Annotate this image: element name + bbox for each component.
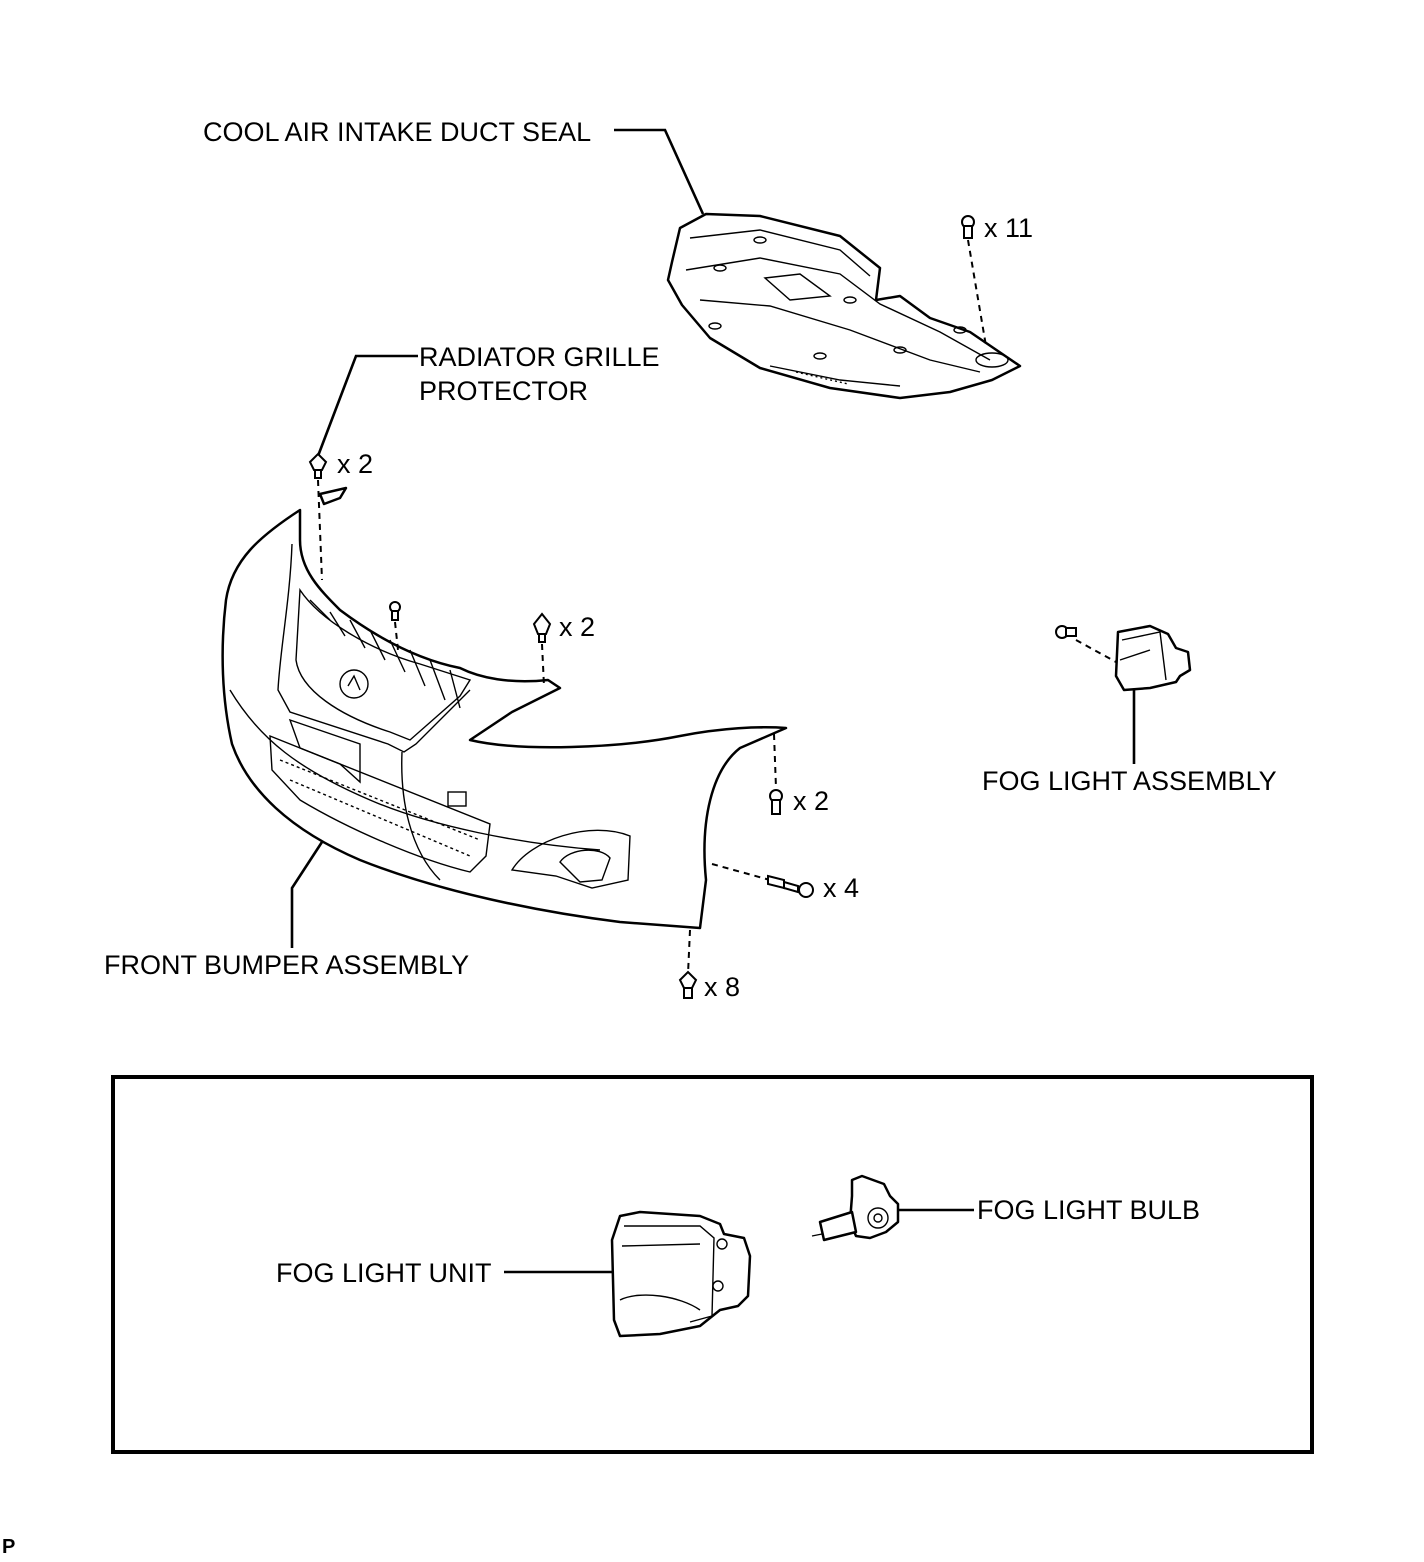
side-bolt-icon [767,874,814,898]
side-bolt-quantity: x 4 [823,873,860,903]
fog-light-assembly-label: FOG LIGHT ASSEMBLY [982,766,1277,796]
duct-seal-clip-icon [961,215,975,239]
bottom-screw-icon [678,970,698,999]
fog-light-bulb-label: FOG LIGHT BULB [977,1195,1201,1225]
grille-top-clip-quantity: x 2 [559,612,596,642]
fog-light-unit-part [610,1210,752,1338]
front-bumper-assembly-label: FRONT BUMPER ASSEMBLY [104,950,470,980]
side-screw-icon [769,789,783,815]
fog-light-unit-label: FOG LIGHT UNIT [276,1258,492,1288]
duct-seal-clip-guide [967,239,987,347]
radiator-grille-protector-label-line1: RADIATOR GRILLE [419,342,660,372]
duct-seal-leader-line [614,128,705,215]
bottom-screw-guide [687,929,691,975]
duct-seal-clip-quantity: x 11 [984,213,1034,243]
fog-light-screw-guide [1075,639,1117,663]
cool-air-intake-duct-seal-part [666,212,1022,400]
fog-light-bulb-part [811,1174,900,1242]
fog-light-screw-icon [1055,625,1077,639]
radiator-grille-protector-label-line2: PROTECTOR [419,376,589,406]
grille-top-clip-guide [541,643,545,687]
side-screw-quantity: x 2 [793,786,830,816]
corner-code: P [2,1536,16,1558]
protector-clip-guide [317,479,323,581]
side-bolt-guide [711,863,771,881]
fog-light-assembly-part [1114,624,1192,692]
side-screw-guide [773,733,777,789]
grille-top-single-clip-icon [389,601,401,621]
front-bumper-leader-line [290,841,324,948]
grille-top-single-clip-guide [394,621,399,651]
grille-top-clip-icon [532,612,552,643]
protector-clip-quantity: x 2 [337,449,374,479]
radiator-grille-protector-part [318,486,348,506]
cool-air-intake-duct-seal-label: COOL AIR INTAKE DUCT SEAL [203,117,592,147]
front-bumper-assembly-part [221,508,788,930]
protector-clip-icon [308,452,328,479]
radiator-grille-protector-leader-line [316,354,418,457]
detail-frame [111,1075,1314,1454]
bottom-screw-quantity: x 8 [704,972,741,1002]
